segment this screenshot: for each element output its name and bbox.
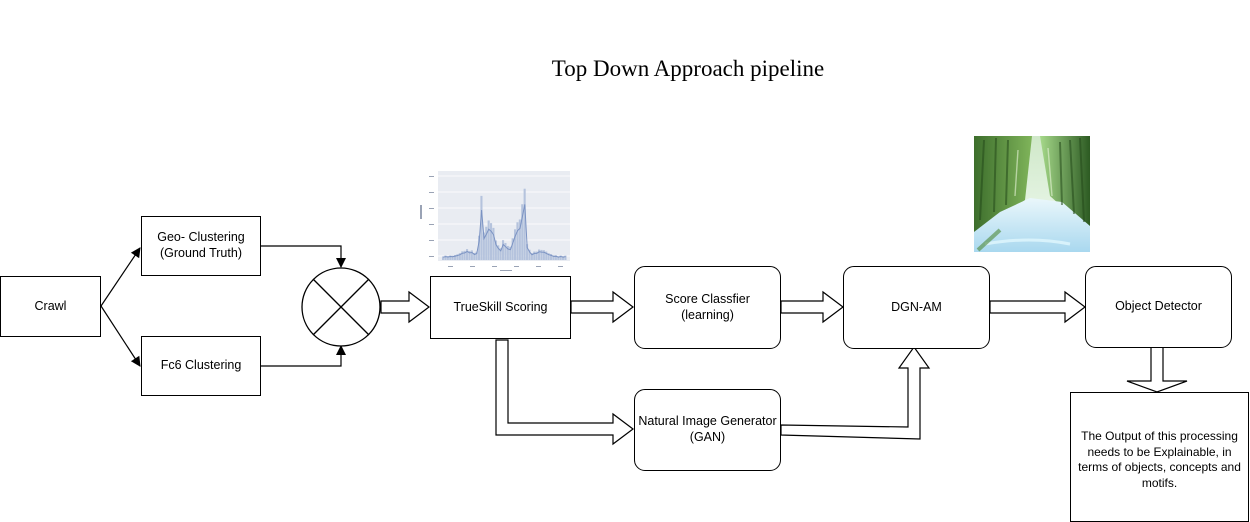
object-detector-box: Object Detector — [1085, 266, 1232, 348]
block-arrow-combiner-trueskill — [380, 290, 430, 324]
crawl-box: Crawl — [0, 276, 101, 337]
edge-crawl-geo — [100, 247, 141, 307]
block-arrow-trueskill-classifier — [570, 290, 634, 324]
histogram-thumbnail — [420, 168, 572, 271]
edge-crawl-fc6 — [100, 305, 141, 367]
score-classifier-box: Score Classfier (learning) — [634, 266, 781, 349]
block-arrow-dgn-detector — [989, 290, 1086, 324]
output-note: The Output of this processing needs to b… — [1070, 392, 1249, 522]
edge-fc6-combiner — [261, 345, 346, 367]
dgn-am-box: DGN-AM — [843, 266, 990, 349]
trueskill-scoring-box: TrueSkill Scoring — [430, 276, 571, 339]
block-arrow-trueskill-nig — [495, 339, 634, 446]
natural-image-generator-box: Natural Image Generator (GAN) — [634, 389, 781, 471]
block-arrow-detector-note — [1126, 346, 1188, 393]
edge-geo-combiner — [261, 245, 346, 268]
combiner-node — [301, 267, 381, 347]
geo-clustering-box: Geo- Clustering (Ground Truth) — [141, 216, 261, 276]
page-title: Top Down Approach pipeline — [551, 56, 825, 81]
block-arrow-classifier-dgn — [780, 290, 844, 324]
fc6-clustering-box: Fc6 Clustering — [141, 336, 261, 396]
generated-image-thumbnail — [974, 136, 1090, 252]
block-arrow-nig-dgn — [780, 345, 931, 440]
